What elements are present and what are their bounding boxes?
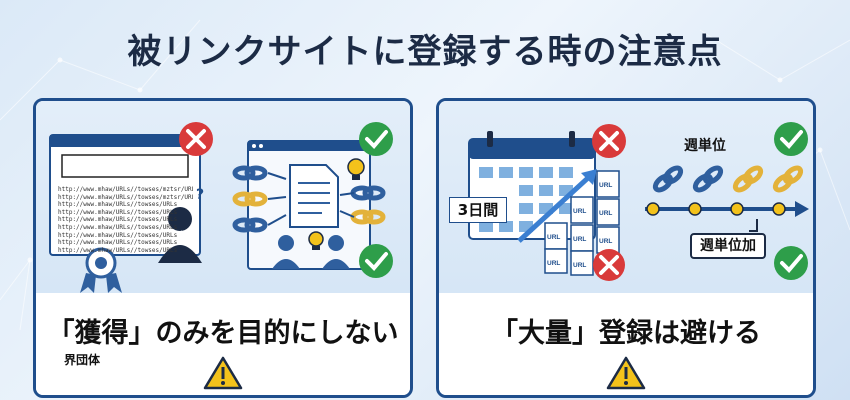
url-line: http://www.mhaw/URLs//towses/mztsr/URLs (58, 193, 193, 201)
url-line: http://www.mhaw/URLs//towses/mztsr/URLs (58, 186, 193, 193)
good-check-icon-2 (774, 246, 808, 280)
good-check-icon (359, 122, 393, 156)
url-line: http://www.mhaw/URLs//towses/URLs (58, 246, 178, 254)
warning-icon (203, 356, 243, 390)
left-panel: ? (33, 98, 413, 398)
right-panel: URL URL URL URL URL URL URL URL (436, 98, 816, 398)
thinking-person-icon (158, 207, 202, 263)
url-line: http://www.mhaw/URLs//towses/URLs (58, 201, 178, 209)
lightbulb-icon-2 (308, 231, 324, 250)
svg-text:URL: URL (599, 182, 612, 189)
award-ribbon-icon (80, 247, 122, 293)
warning-icon (606, 356, 646, 390)
svg-text:?: ? (196, 187, 204, 203)
url-line: http://www.mhaw/URLs//towses/URLs (58, 223, 178, 231)
left-subcaption: 界団体 (64, 353, 101, 367)
timeline-icon (645, 201, 809, 217)
chain-link-icons (232, 165, 386, 233)
good-check-icon-2 (359, 244, 393, 278)
page-title: 被リンクサイトに登録する時の注意点 (127, 32, 723, 72)
good-check-icon (774, 122, 808, 156)
weekly-label: 週単位 (684, 138, 726, 154)
bad-x-icon (592, 124, 626, 158)
people-icon (272, 235, 350, 269)
svg-text:URL: URL (599, 210, 612, 217)
left-caption: 「獲得」のみを目的にしない (47, 318, 399, 349)
document-icon (289, 164, 339, 228)
three-days-label: 3日間 (449, 197, 507, 223)
svg-text:URL: URL (547, 260, 560, 267)
right-caption: 「大量」登録は避ける (491, 318, 761, 349)
url-line: http://www.mhaw/URLs//towses/URLs (58, 208, 178, 216)
svg-text:URL: URL (573, 262, 586, 269)
url-list: http://www.mhaw/URLs//towses/mztsr/URLs … (58, 186, 193, 254)
svg-text:URL: URL (599, 238, 612, 245)
left-illustration-art: ? (49, 122, 393, 293)
svg-text:URL: URL (573, 208, 586, 215)
url-line: http://www.mhaw/URLs//towses/URLs (58, 231, 178, 239)
lightbulb-icon (347, 158, 365, 180)
weekly-add-label: 週単位加 (690, 233, 766, 259)
svg-text:URL: URL (547, 234, 560, 241)
right-illustration: URL URL URL URL URL URL URL URL (439, 101, 813, 293)
svg-text:URL: URL (573, 236, 586, 243)
left-illustration: ? (36, 101, 410, 293)
weekly-chain-icons (652, 165, 804, 193)
url-line: http://www.mhaw/URLs//towses/URLs (58, 216, 178, 224)
bad-x-icon-2 (593, 249, 625, 281)
bad-x-icon (179, 122, 213, 156)
url-line: http://www.mhaw/URLs//towses/URLs (58, 239, 178, 247)
